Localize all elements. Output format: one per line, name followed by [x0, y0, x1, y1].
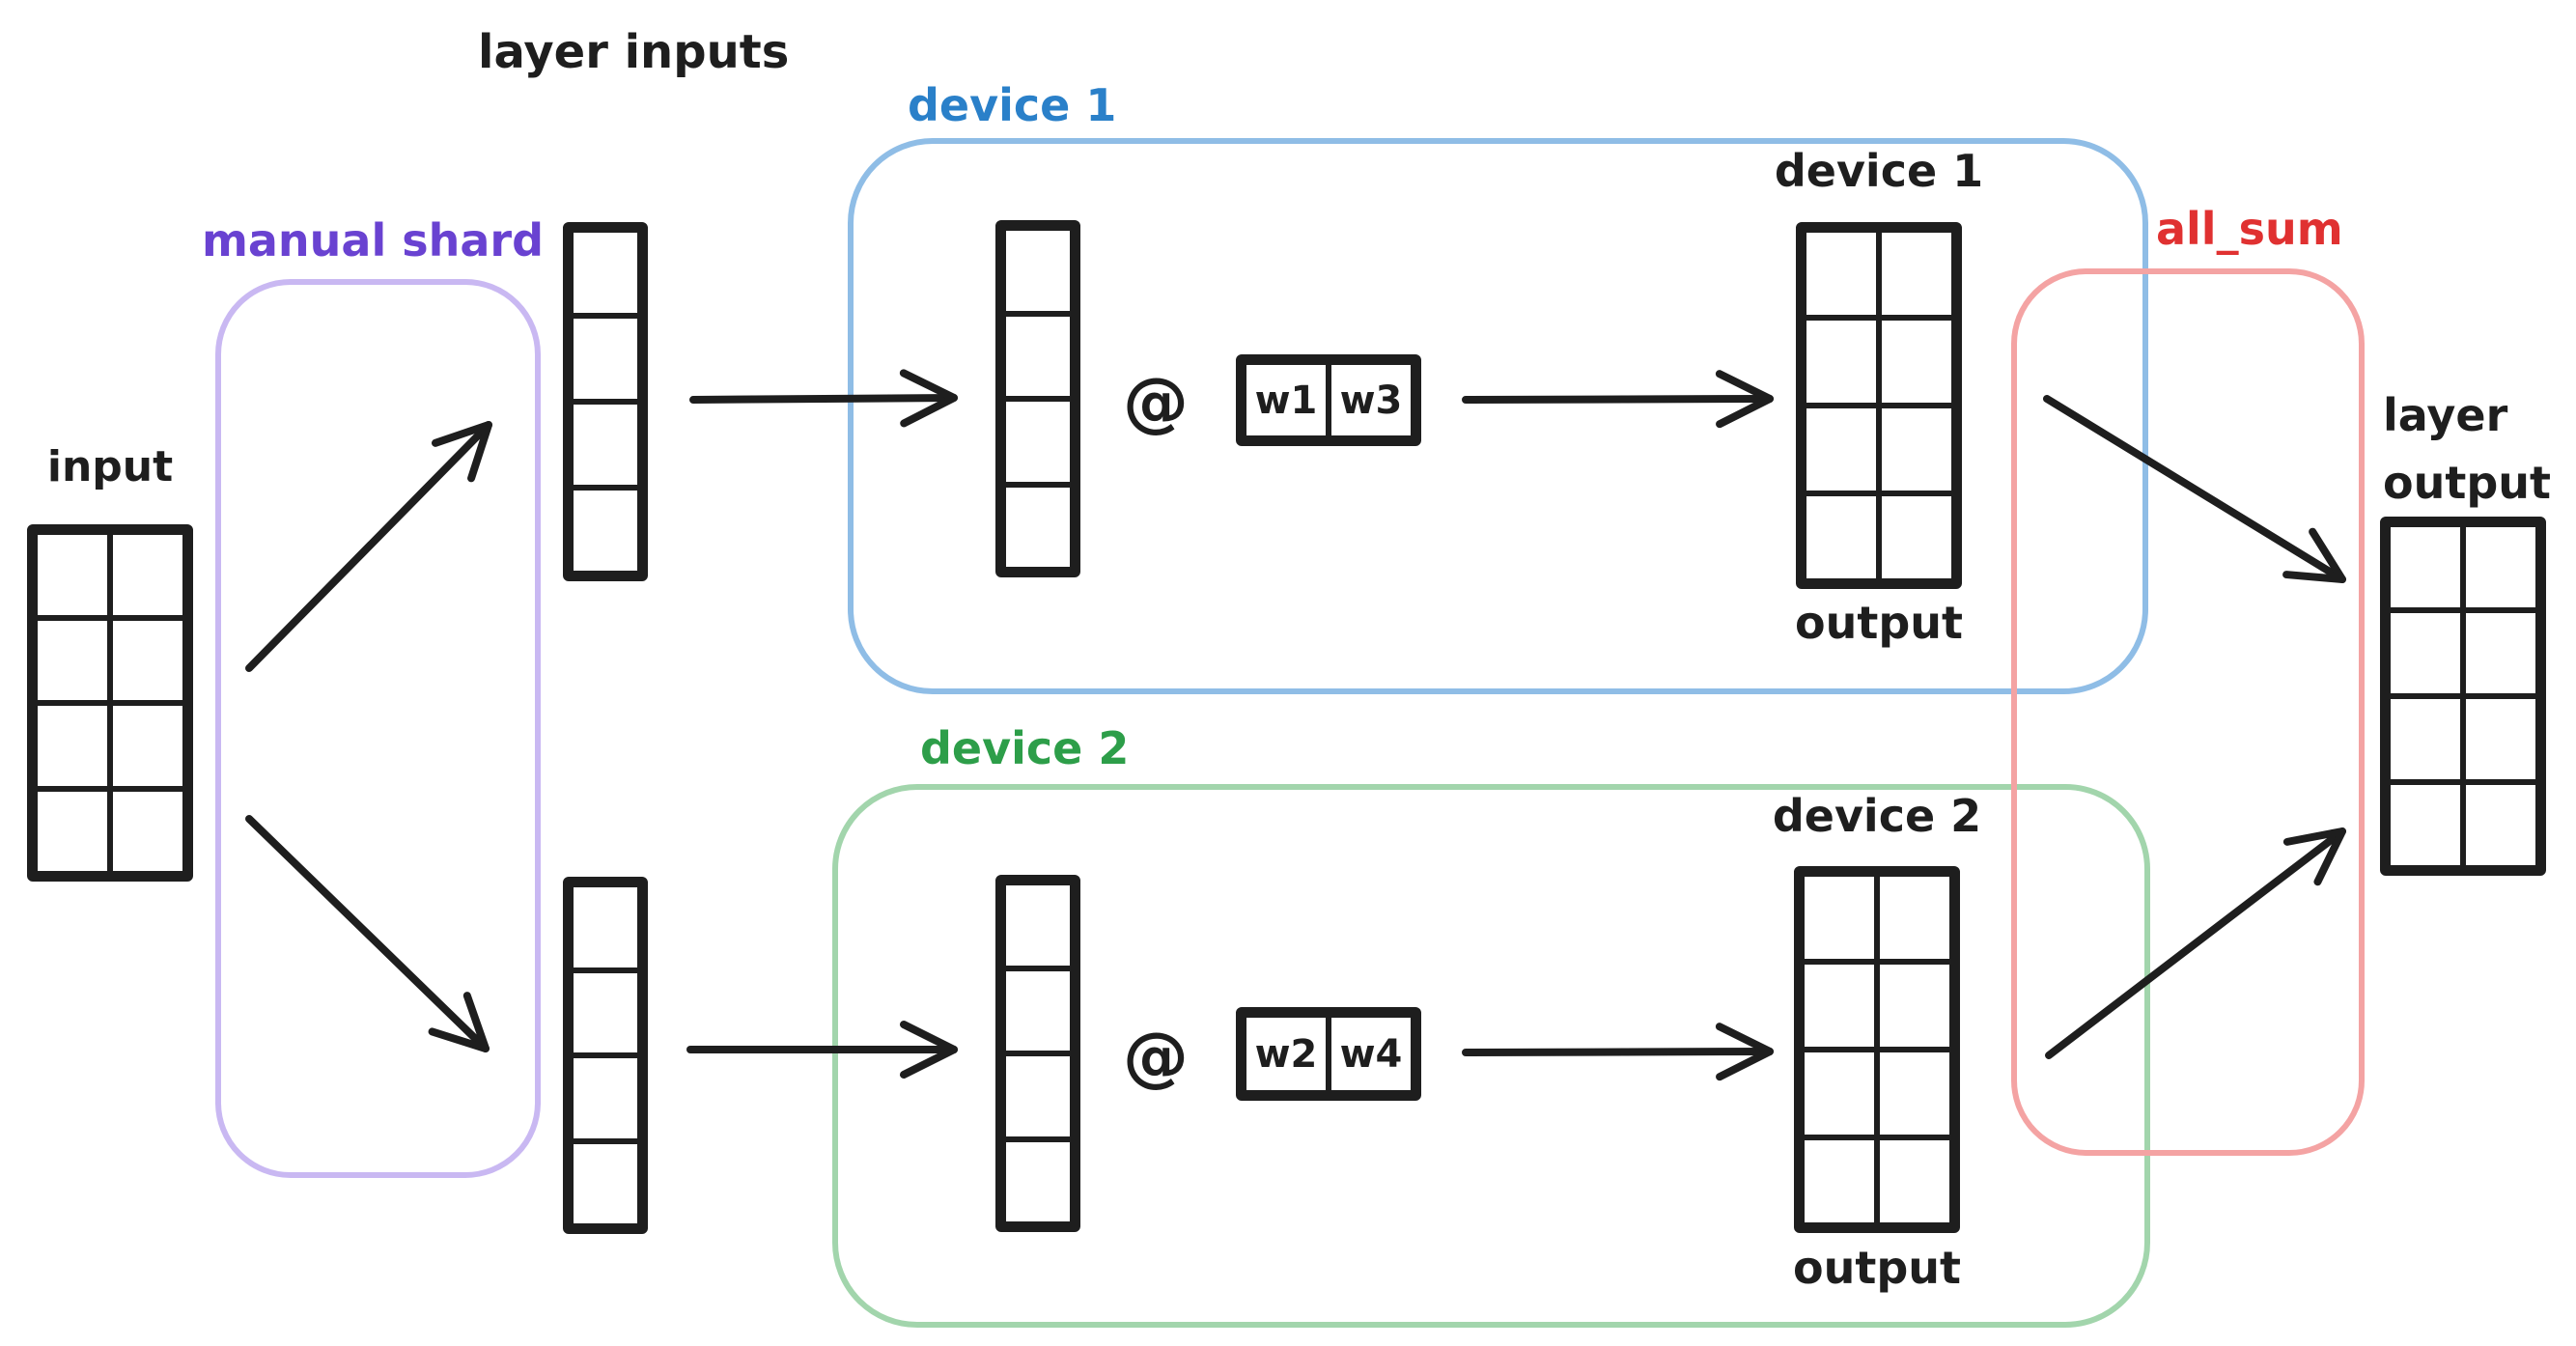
device1-activation-matrix [995, 220, 1080, 577]
weight-cell: w4 [1329, 1015, 1414, 1093]
matrix-cell [2463, 610, 2538, 696]
matrix-cell [571, 969, 640, 1055]
layer-output-matrix [2380, 517, 2546, 876]
manual-shard-region-outline [215, 279, 541, 1178]
device1-output-matrix [1796, 222, 1962, 589]
matrix-cell [1802, 1137, 1877, 1225]
matmul-operator-device1: @ [1123, 364, 1189, 440]
matrix-cell [1802, 1050, 1877, 1137]
matrix-cell [1877, 874, 1952, 962]
matrix-cell [35, 617, 110, 703]
device2-output-title: device 2 [1772, 790, 1982, 842]
matrix-cell [110, 532, 185, 618]
layer-output-label-line2: output [2383, 456, 2552, 509]
all-sum-region-outline [2011, 268, 2365, 1156]
matrix-cell [1879, 493, 1954, 581]
matrix-cell [571, 230, 640, 316]
matrix-cell [1804, 493, 1879, 581]
matrix-cell [1802, 962, 1877, 1050]
matrix-cell [1877, 1050, 1952, 1137]
device2-output-matrix [1794, 866, 1960, 1233]
matrix-cell [571, 884, 640, 970]
matrix-cell [2388, 610, 2463, 696]
matrix-cell [1879, 406, 1954, 493]
matrix-cell [2388, 696, 2463, 782]
input-matrix [27, 524, 193, 882]
layer-input-shard1-matrix [563, 222, 648, 581]
device1-region-label: device 1 [908, 79, 1117, 131]
matrix-cell [1804, 406, 1879, 493]
layer-input-shard2-matrix [563, 877, 648, 1234]
device2-output-caption: output [1792, 1242, 1962, 1294]
matrix-cell [571, 1140, 640, 1226]
matrix-cell [2463, 696, 2538, 782]
device2-region-label: device 2 [920, 722, 1130, 774]
matrix-cell [1003, 1053, 1073, 1139]
matrix-cell [1003, 399, 1073, 485]
matrix-cell [2463, 524, 2538, 610]
matrix-cell [2388, 782, 2463, 868]
weight-cell: w3 [1329, 362, 1414, 438]
matrix-cell [1804, 230, 1879, 318]
matrix-cell [571, 488, 640, 574]
layer-output-label: layer output [2383, 382, 2551, 518]
device2-activation-matrix [995, 875, 1080, 1232]
device1-output-title: device 1 [1774, 145, 1984, 197]
matrix-cell [1877, 962, 1952, 1050]
input-label: input [46, 442, 174, 491]
weight-cell: w1 [1244, 362, 1329, 438]
matrix-cell [571, 316, 640, 402]
matrix-cell [110, 788, 185, 874]
matrix-cell [1879, 230, 1954, 318]
all-sum-label: all_sum [2156, 203, 2343, 255]
matrix-cell [1003, 967, 1073, 1053]
matrix-cell [1802, 874, 1877, 962]
weight-cell: w2 [1244, 1015, 1329, 1093]
matrix-cell [35, 788, 110, 874]
matrix-cell [1003, 1138, 1073, 1224]
matrix-cell [1003, 313, 1073, 399]
matrix-cell [1003, 484, 1073, 570]
matrix-cell [571, 402, 640, 488]
matrix-cell [1003, 883, 1073, 968]
matrix-cell [1804, 318, 1879, 406]
matrix-cell [35, 703, 110, 789]
matrix-cell [35, 532, 110, 618]
matmul-operator-device2: @ [1123, 1019, 1189, 1095]
manual-shard-label: manual shard [201, 214, 545, 266]
layer-inputs-label: layer inputs [478, 25, 790, 79]
matrix-cell [1003, 228, 1073, 314]
matrix-cell [2388, 524, 2463, 610]
matrix-cell [1877, 1137, 1952, 1225]
matrix-cell [571, 1055, 640, 1141]
matrix-cell [2463, 782, 2538, 868]
device1-output-caption: output [1794, 597, 1964, 649]
matrix-cell [1879, 318, 1954, 406]
layer-output-label-line1: layer [2383, 389, 2508, 441]
matrix-cell [110, 703, 185, 789]
matrix-cell [110, 617, 185, 703]
